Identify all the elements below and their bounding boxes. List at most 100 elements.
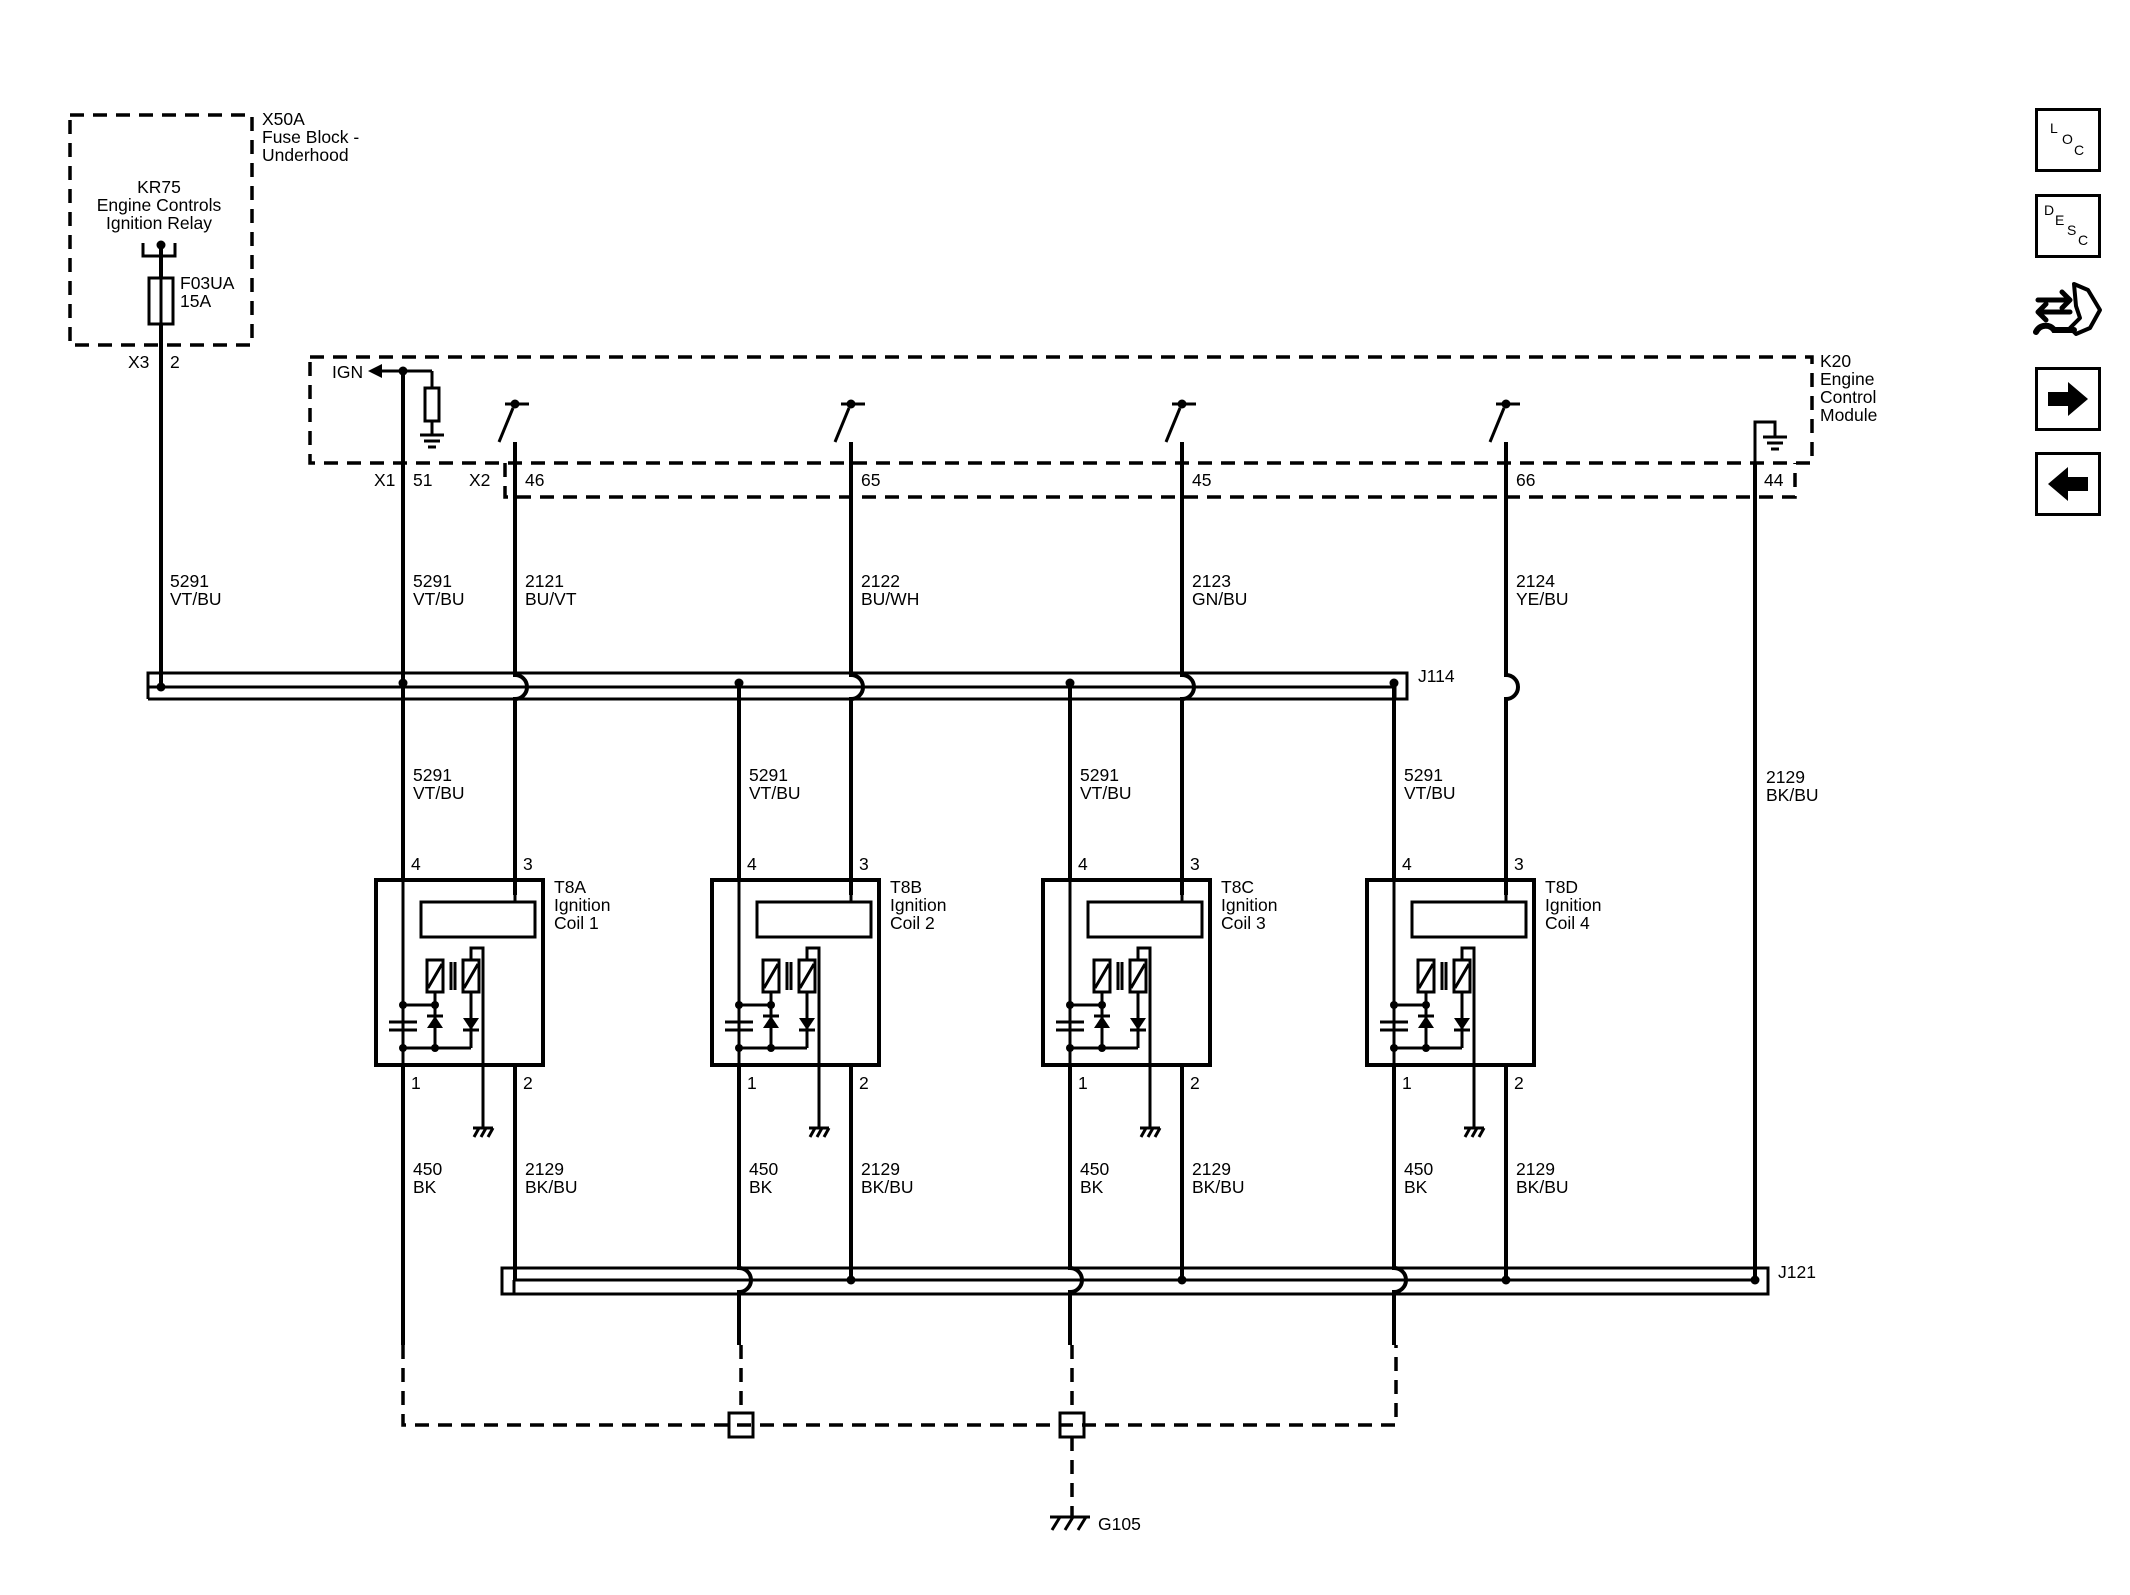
- coil-pin-feed: 4: [1078, 854, 1088, 874]
- coil-id: T8D: [1545, 877, 1578, 897]
- fuse-block-name-line1: Fuse Block -: [262, 127, 359, 147]
- ecm-name-line2: Control: [1820, 387, 1876, 407]
- connector-wrench-icon: [2033, 282, 2102, 336]
- ecm-id: K20: [1820, 351, 1851, 371]
- ecm-output-switch-3: 45: [1164, 399, 1211, 490]
- wire-feed-color: VT/BU: [170, 589, 222, 609]
- coil-pin-low: 2: [523, 1073, 533, 1093]
- wire-coil-low-ref-color: BK/BU: [525, 1177, 578, 1197]
- wire-ecm-ground-color: BK/BU: [1766, 785, 1819, 805]
- splice-j114: J114: [146, 666, 1455, 701]
- next-button[interactable]: [2035, 367, 2101, 431]
- coil-housing: [710, 878, 881, 1067]
- coil-name-line1: Ignition: [1221, 895, 1277, 915]
- desc-letter-s: S: [2067, 222, 2076, 238]
- wire-ect-color-4: YE/BU: [1516, 589, 1569, 609]
- ecm-pin-46: 46: [525, 470, 544, 490]
- splice-j121-label: J121: [1778, 1262, 1816, 1282]
- relay-id: KR75: [137, 177, 181, 197]
- coil-name-line2: Coil 2: [890, 913, 935, 933]
- coil-pin-ground: 1: [1402, 1073, 1412, 1093]
- desc-button[interactable]: D E S C: [2035, 194, 2101, 258]
- coil-driver-block: [1410, 900, 1528, 939]
- splice-j114-label: J114: [1418, 666, 1455, 686]
- prev-button[interactable]: [2035, 452, 2101, 516]
- ecm-connector-x1: X1: [374, 470, 395, 490]
- coil-pin-feed: 4: [411, 854, 421, 874]
- fuse-block-id: X50A: [262, 109, 305, 129]
- coil-driver-block: [1086, 900, 1204, 939]
- coil-name-line2: Coil 1: [554, 913, 599, 933]
- wire-ecm-ground-circuit: 2129: [1766, 767, 1805, 787]
- desc-letter-e: E: [2055, 212, 2064, 228]
- wire-ecm-feed-color: VT/BU: [413, 589, 465, 609]
- ecm-pin-44: 44: [1764, 470, 1784, 490]
- wire-coil-ground-circuit: 450: [1404, 1159, 1433, 1179]
- ecm-pin44-ground-icon: [1763, 435, 1787, 451]
- coil-name-line2: Coil 3: [1221, 913, 1266, 933]
- wire-coil-feed-circuit: 5291: [749, 765, 788, 785]
- ecm-output-switch-4: 66: [1488, 399, 1535, 490]
- ground-g105-label: G105: [1098, 1514, 1141, 1534]
- wire-coil-low-ref-circuit: 2129: [1192, 1159, 1231, 1179]
- wire-coil-feed-circuit: 5291: [1080, 765, 1119, 785]
- wire-coil-low-ref-circuit: 2129: [525, 1159, 564, 1179]
- ign-resistor-symbol: [423, 386, 441, 423]
- ground-junction-1: [727, 1411, 755, 1439]
- coil-id: T8C: [1221, 877, 1254, 897]
- loc-letter-o: O: [2062, 131, 2073, 147]
- coil-name-line2: Coil 4: [1545, 913, 1590, 933]
- wire-coil-ground-circuit: 450: [1080, 1159, 1109, 1179]
- ground-network: G105: [401, 1345, 1398, 1534]
- coil-pin-low: 2: [859, 1073, 869, 1093]
- ecm-k20: K20 Engine Control Module IGN X1 51 X2 4…: [308, 351, 1877, 499]
- wire-coil-low-ref-color: BK/BU: [861, 1177, 914, 1197]
- coil-pin-feed: 4: [1402, 854, 1412, 874]
- arrow-right-icon: [2048, 382, 2088, 416]
- fuse-id: F03UA: [180, 273, 235, 293]
- wire-coil-ground-color: BK: [1080, 1177, 1104, 1197]
- ecm-pin-45: 45: [1192, 470, 1211, 490]
- splice-j121: J121: [500, 1262, 1816, 1296]
- coil-driver-block: [755, 900, 873, 939]
- ecm-output-switch-2: 65: [833, 399, 880, 490]
- wire-coil-ground-circuit: 450: [413, 1159, 442, 1179]
- coil-pin-signal: 3: [523, 854, 533, 874]
- wire-coil-feed-circuit: 5291: [1404, 765, 1443, 785]
- wire-feed-circuit: 5291: [170, 571, 209, 591]
- wire-ecm-feed-circuit: 5291: [413, 571, 452, 591]
- coil-name-line1: Ignition: [1545, 895, 1601, 915]
- relay-name-line2: Ignition Relay: [106, 213, 212, 233]
- fuse-pin-label: 2: [170, 352, 180, 372]
- fuse-block-name-line2: Underhood: [262, 145, 349, 165]
- loc-letter-c: C: [2074, 142, 2084, 158]
- coil-pin-ground: 1: [411, 1073, 421, 1093]
- coil-housing: [1041, 878, 1212, 1067]
- wire-ect-circuit-2: 2122: [861, 571, 900, 591]
- fuse-rating: 15A: [180, 291, 211, 311]
- coil-pin-ground: 1: [747, 1073, 757, 1093]
- coil-id: T8B: [890, 877, 922, 897]
- connector-view-button[interactable]: [2030, 276, 2106, 346]
- coil-pin-low: 2: [1514, 1073, 1524, 1093]
- coil-name-line1: Ignition: [890, 895, 946, 915]
- ecm-pin-51: 51: [413, 470, 432, 490]
- ecm-name-line3: Module: [1820, 405, 1877, 425]
- loc-icon: L O C: [2050, 120, 2084, 158]
- coil-driver-block: [419, 900, 537, 939]
- wire-coil-feed-color: VT/BU: [413, 783, 465, 803]
- wire-coil-ground: [737, 1065, 753, 1345]
- ecm-connector-x2: X2: [469, 470, 490, 490]
- loc-button[interactable]: L O C: [2035, 108, 2101, 172]
- wire-ect-color-3: GN/BU: [1192, 589, 1247, 609]
- wire-coil-ground-color: BK: [413, 1177, 437, 1197]
- wire-coil-low-ref-circuit: 2129: [1516, 1159, 1555, 1179]
- ign-label: IGN: [332, 362, 363, 382]
